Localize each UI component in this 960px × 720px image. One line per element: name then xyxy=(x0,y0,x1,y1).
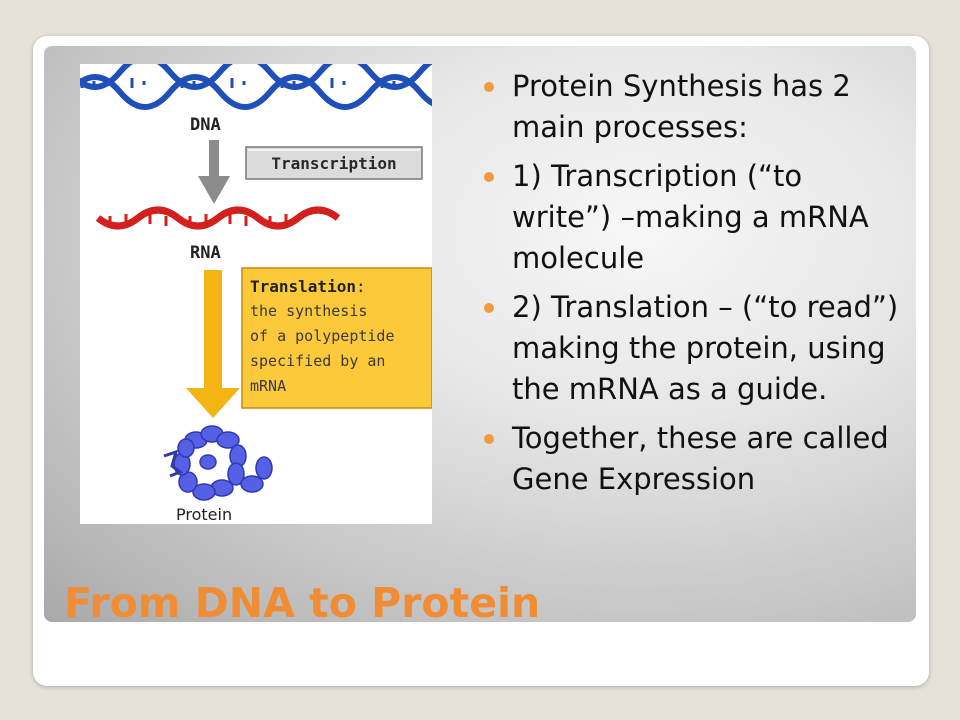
translation-line: mRNA xyxy=(250,377,286,395)
transcription-box: Transcription xyxy=(245,146,423,180)
translation-heading-text: Translation xyxy=(250,277,356,296)
dna-helix-icon xyxy=(80,64,432,110)
transcription-arrow-icon xyxy=(198,140,230,204)
protein-synthesis-figure: DNA Transcription RNA xyxy=(80,64,432,524)
rna-bases xyxy=(108,214,288,226)
translation-arrow-icon xyxy=(186,270,240,418)
translation-line: of a polypeptide xyxy=(250,327,395,345)
translation-heading: Translation: xyxy=(250,277,366,296)
bullet-text: 2) Translation – (“to read”) making the … xyxy=(512,290,899,406)
bullet-text: Protein Synthesis has 2 main processes: xyxy=(512,69,851,144)
figure-svg: DNA Transcription RNA xyxy=(80,64,432,524)
translation-box: Translation: the synthesis of a polypept… xyxy=(241,267,432,409)
protein-icon xyxy=(163,425,273,501)
protein-label: Protein xyxy=(176,505,232,524)
slide-title: From DNA to Protein xyxy=(64,579,541,627)
bullet-dot-icon xyxy=(484,172,494,182)
bullet-dot-icon xyxy=(484,434,494,444)
bullet-dot-icon xyxy=(484,82,494,92)
dna-label: DNA xyxy=(190,115,221,135)
bullet-text: 1) Transcription (“to write”) –making a … xyxy=(512,159,869,275)
translation-colon: : xyxy=(356,277,366,296)
translation-line: specified by an xyxy=(250,352,385,370)
bullet-item: 1) Transcription (“to write”) –making a … xyxy=(480,156,900,279)
transcription-label: Transcription xyxy=(271,154,396,173)
bullet-dot-icon xyxy=(484,303,494,313)
translation-line: the synthesis xyxy=(250,302,367,320)
bullet-list: Protein Synthesis has 2 main processes: … xyxy=(480,66,900,508)
bullet-text: Together, these are called Gene Expressi… xyxy=(512,421,889,496)
rna-label: RNA xyxy=(190,243,221,263)
bullet-item: 2) Translation – (“to read”) making the … xyxy=(480,287,900,410)
rna-strand-icon xyxy=(95,206,341,230)
bullet-item: Together, these are called Gene Expressi… xyxy=(480,418,900,500)
bullet-item: Protein Synthesis has 2 main processes: xyxy=(480,66,900,148)
